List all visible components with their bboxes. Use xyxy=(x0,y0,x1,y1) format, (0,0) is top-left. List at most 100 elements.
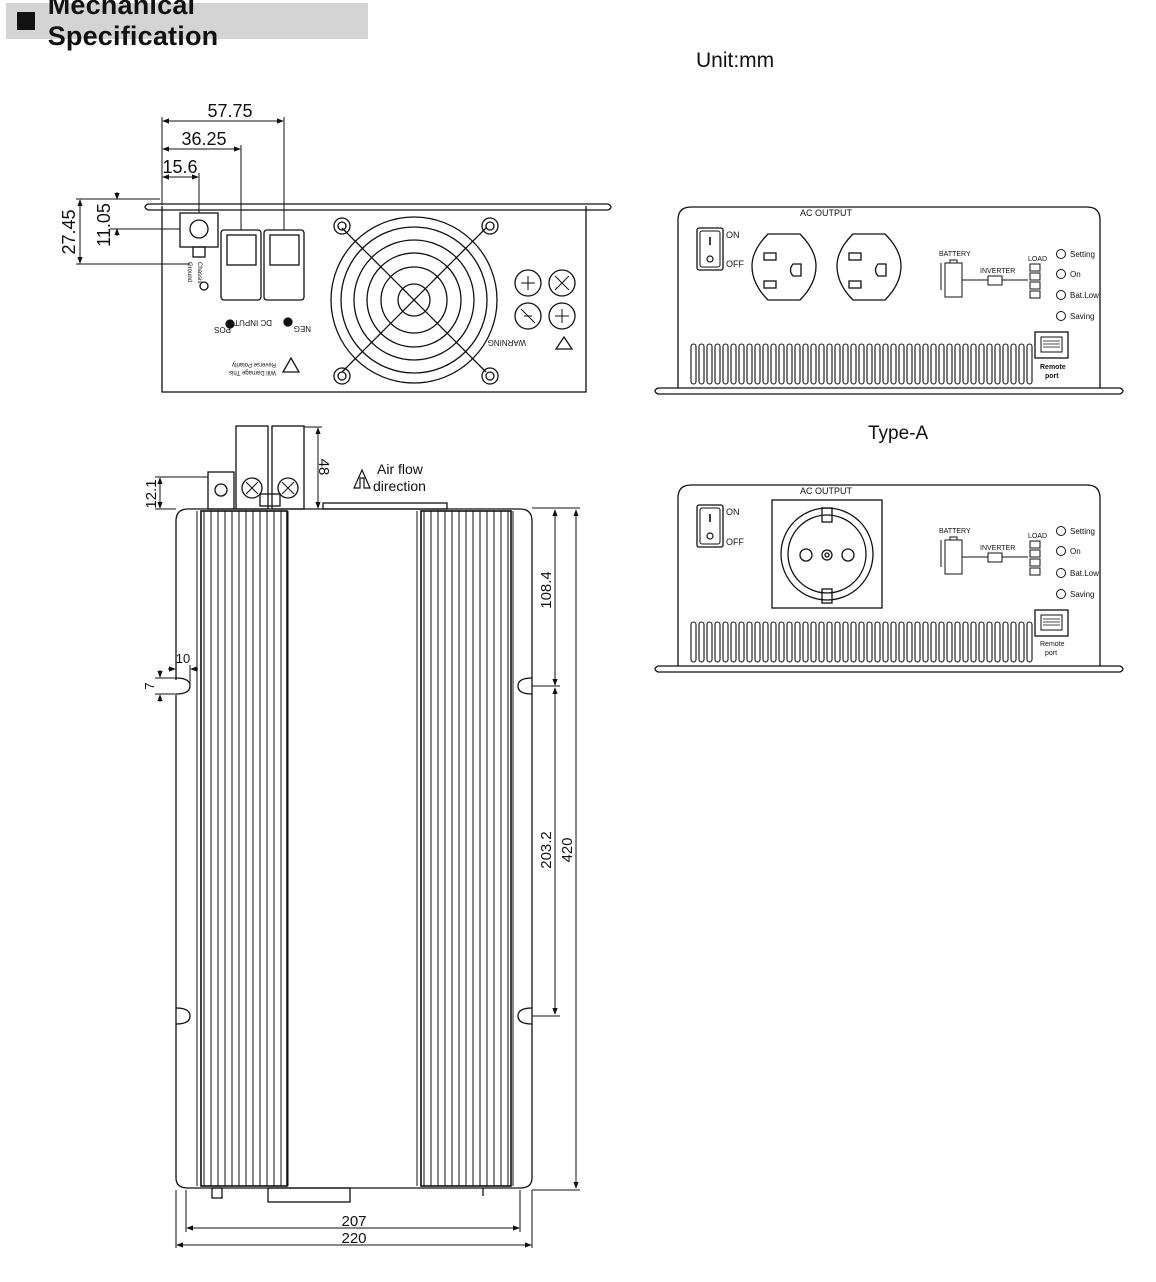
off-label-us: OFF xyxy=(726,259,744,269)
off-label-a: OFF xyxy=(726,537,744,547)
mount-notch-right-1 xyxy=(517,677,533,695)
load-label-a: LOAD xyxy=(1028,533,1047,540)
dc-terminal-neg-window xyxy=(226,234,257,266)
battery-label-us: BATTERY xyxy=(939,251,971,258)
us-outlet-2 xyxy=(836,233,902,301)
warning-text: WARNING xyxy=(488,338,526,347)
airflow-arrow-icon xyxy=(353,468,371,489)
top-view-dimension-labels: 48 12.1 10 7 108.4 203.2 420 207 220 xyxy=(142,459,576,1247)
inverter-label-a: INVERTER xyxy=(980,545,1015,552)
remote-label-us-1: Remote xyxy=(1040,364,1066,371)
ground-stud xyxy=(192,246,206,258)
remote-port-us xyxy=(1034,331,1069,359)
on-label-a: ON xyxy=(726,507,740,517)
dim-108-4: 108.4 xyxy=(538,571,555,609)
front-view-text: WARNING DC INPUT POS NEG Reverse Polarit… xyxy=(186,262,526,375)
remote-label-a-2: port xyxy=(1045,650,1057,657)
load-label-us: LOAD xyxy=(1028,256,1047,263)
us-outlet-1 xyxy=(751,233,817,301)
front-body-outline xyxy=(161,206,587,393)
polarity-text-1: Reverse Polarity xyxy=(232,361,276,367)
led-label-a-3: Bat.Low xyxy=(1070,569,1099,578)
mount-notch-right-2 xyxy=(517,1007,533,1025)
front-top-flange xyxy=(144,203,612,211)
neg-text: NEG xyxy=(294,324,311,333)
front-view-dimension-labels: 57.75 36.25 15.6 27.45 11.05 xyxy=(59,101,253,255)
top-view xyxy=(174,425,533,1203)
section-header: Mechanical Specification xyxy=(6,0,368,51)
warning-triangle-2 xyxy=(281,356,301,373)
ground-screw xyxy=(189,219,209,239)
airflow-text-2: direction xyxy=(373,478,426,494)
warning-symbol-4 xyxy=(548,302,576,330)
top-view-dimensions xyxy=(155,426,580,1248)
ac-panel-type-a xyxy=(654,484,1124,673)
led-label-us-4: Saving xyxy=(1070,312,1094,321)
top-view-text: Air flow direction xyxy=(373,461,426,494)
panel-a-flange xyxy=(654,665,1124,673)
mount-notch-left-1 xyxy=(175,677,191,695)
dim-207: 207 xyxy=(341,1213,366,1230)
status-diagram-a xyxy=(940,526,1066,599)
remote-label-a-1: Remote xyxy=(1040,641,1065,648)
front-view xyxy=(144,203,612,393)
warning-symbol-3 xyxy=(514,302,542,330)
ground-text: Ground xyxy=(186,262,192,282)
dim-12-1: 12.1 xyxy=(143,479,160,508)
dim-11-05: 11.05 xyxy=(94,203,114,247)
schuko-outlet xyxy=(771,499,883,609)
led-label-a-1: Setting xyxy=(1070,527,1095,536)
dim-36-25: 36.25 xyxy=(181,129,226,149)
top-ground-block xyxy=(207,471,235,510)
vent-slots-us xyxy=(690,343,1033,385)
warning-symbol-1 xyxy=(514,269,542,297)
dim-15-6: 15.6 xyxy=(162,157,197,177)
ac-panel-us-text: AC OUTPUT ON OFF BATTERY INVERTER LOAD S… xyxy=(726,208,1099,380)
panel-a-outline xyxy=(677,484,1101,666)
top-panel-lip xyxy=(322,502,448,510)
top-terminal-left xyxy=(235,425,269,510)
inverter-label-us: INVERTER xyxy=(980,268,1015,275)
warning-symbol-2 xyxy=(548,269,576,297)
dim-203-2: 203.2 xyxy=(538,831,555,869)
ac-panel-type-a-text: AC OUTPUT ON OFF BATTERY INVERTER LOAD S… xyxy=(726,486,1099,657)
remote-port-a xyxy=(1034,609,1069,637)
dim-57-75: 57.75 xyxy=(207,101,252,121)
dim-7: 7 xyxy=(142,682,157,689)
dim-27-45: 27.45 xyxy=(59,209,79,254)
ground-terminal xyxy=(179,212,219,248)
power-switch-us xyxy=(696,227,724,271)
led-label-us-1: Setting xyxy=(1070,250,1095,259)
chassis-text: Chassis xyxy=(196,262,202,283)
ac-panel-us xyxy=(654,206,1124,395)
polarity-text-2: Will Damage This xyxy=(229,369,276,375)
top-terminal-right xyxy=(271,425,305,510)
led-label-us-3: Bat.Low xyxy=(1070,291,1099,300)
led-label-a-4: Saving xyxy=(1070,590,1094,599)
header-square-icon xyxy=(17,12,35,30)
dim-420: 420 xyxy=(559,837,576,862)
unit-label: Unit:mm xyxy=(696,49,775,72)
mount-notch-left-2 xyxy=(175,1007,191,1025)
type-a-label: Type-A xyxy=(868,423,929,444)
fan-guard xyxy=(330,216,499,385)
airflow-text-1: Air flow xyxy=(377,461,424,477)
bottom-connector xyxy=(267,1187,351,1203)
status-diagram-us xyxy=(940,249,1066,321)
pos-text: POS xyxy=(214,325,231,334)
led-label-us-2: On xyxy=(1070,270,1081,279)
panel-us-flange xyxy=(654,387,1124,395)
ac-output-label-a: AC OUTPUT xyxy=(800,486,853,496)
remote-label-us-2: port xyxy=(1045,373,1059,380)
top-body-outline xyxy=(175,508,533,1189)
dc-terminal-pos-window xyxy=(269,234,300,266)
led-label-a-2: On xyxy=(1070,547,1081,556)
dim-48: 48 xyxy=(315,459,332,476)
heatsink-fins-right xyxy=(416,511,514,1186)
on-label-us: ON xyxy=(726,230,740,240)
dc-input-text: DC INPUT xyxy=(234,318,272,327)
ac-output-label-us: AC OUTPUT xyxy=(800,208,853,218)
dim-10: 10 xyxy=(176,651,190,666)
panel-us-outline xyxy=(677,206,1101,388)
